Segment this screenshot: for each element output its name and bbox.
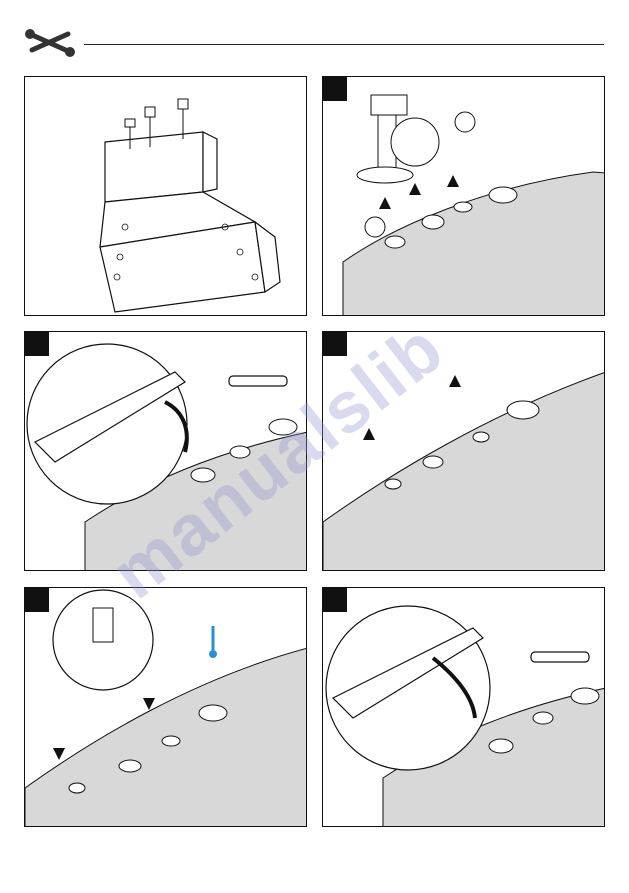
panel-step-3 [322, 331, 605, 571]
panel-step-5 [322, 587, 605, 827]
remove-stems-illustration [323, 332, 605, 571]
wrench-screwdriver-icon [24, 24, 76, 60]
spanner-loosen-illustration [25, 332, 307, 571]
panel-overview [24, 76, 307, 316]
panel-step-4 [24, 587, 307, 827]
panel-step-1 [322, 76, 605, 316]
spanner-tighten-illustration [323, 588, 605, 827]
header-rule [84, 44, 604, 45]
shower-body-illustration [25, 77, 307, 316]
insert-stems-illustration [25, 588, 307, 827]
remove-caps-illustration [323, 77, 605, 316]
panel-step-2 [24, 331, 307, 571]
